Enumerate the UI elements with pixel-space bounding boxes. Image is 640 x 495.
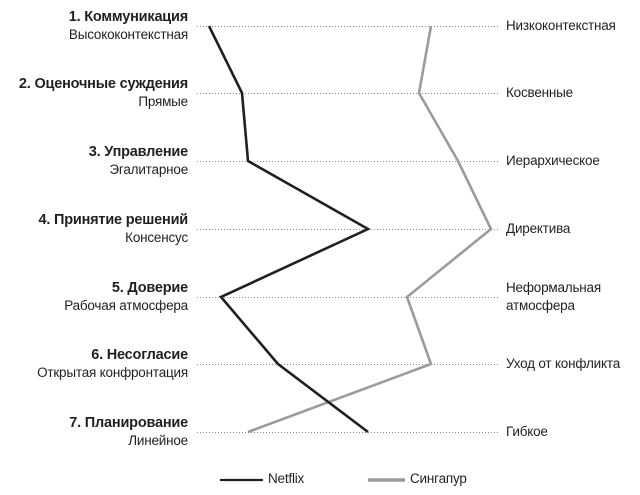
- left-pole-label: Высококонтекстная: [68, 27, 188, 42]
- singapore-legend-label: Сингапур: [410, 471, 467, 486]
- left-pole-label: Открытая конфронтация: [37, 365, 188, 380]
- row-title: 2. Оценочные суждения: [18, 76, 188, 92]
- right-pole-label: Иерархическое: [506, 153, 600, 168]
- right-pole-line-2: атмосфера: [506, 298, 575, 313]
- row-title: 1. Коммуникация: [68, 9, 188, 25]
- left-pole-label: Прямые: [138, 94, 188, 109]
- row-2-left-labels: 2. Оценочные суждения Прямые: [19, 75, 188, 111]
- left-pole-label: Линейное: [128, 433, 188, 448]
- netflix-series-line: [207, 25, 371, 434]
- left-pole-label: Консенсус: [125, 230, 188, 245]
- left-pole-label: Рабочая атмосфера: [64, 298, 188, 313]
- gridlines: [197, 26, 500, 433]
- right-pole-line-1: Неформальная: [506, 280, 601, 295]
- right-pole-label-multiline: Неформальная атмосфера: [506, 279, 601, 315]
- row-7-left-labels: 7. Планирование Линейное: [69, 414, 188, 450]
- right-pole-label: Косвенные: [506, 85, 573, 100]
- left-pole-label: Эгалитарное: [109, 162, 188, 177]
- right-pole-label: Директива: [506, 221, 571, 236]
- row-3-left-labels: 3. Управление Эгалитарное: [89, 143, 188, 179]
- row-title: 7. Планирование: [69, 415, 188, 431]
- row-title: 5. Доверие: [111, 280, 188, 296]
- row-title: 4. Принятие решений: [38, 212, 189, 228]
- row-title: 3. Управление: [88, 144, 188, 160]
- right-pole-label: Гибкое: [506, 424, 548, 439]
- right-pole-label: Низкоконтекстная: [506, 18, 616, 33]
- row-1-left-labels: 1. Коммуникация Высококонтекстная: [69, 8, 188, 44]
- row-4-left-labels: 4. Принятие решений Консенсус: [39, 211, 189, 247]
- row-5-left-labels: 5. Доверие Рабочая атмосфера: [64, 279, 188, 315]
- netflix-legend-label: Netflix: [268, 471, 305, 486]
- row-title: 6. Несогласие: [91, 347, 188, 363]
- singapore-series-line: [247, 25, 493, 434]
- right-pole-label: Уход от конфликта: [506, 356, 620, 371]
- row-6-left-labels: 6. Несогласие Открытая конфронтация: [37, 346, 188, 382]
